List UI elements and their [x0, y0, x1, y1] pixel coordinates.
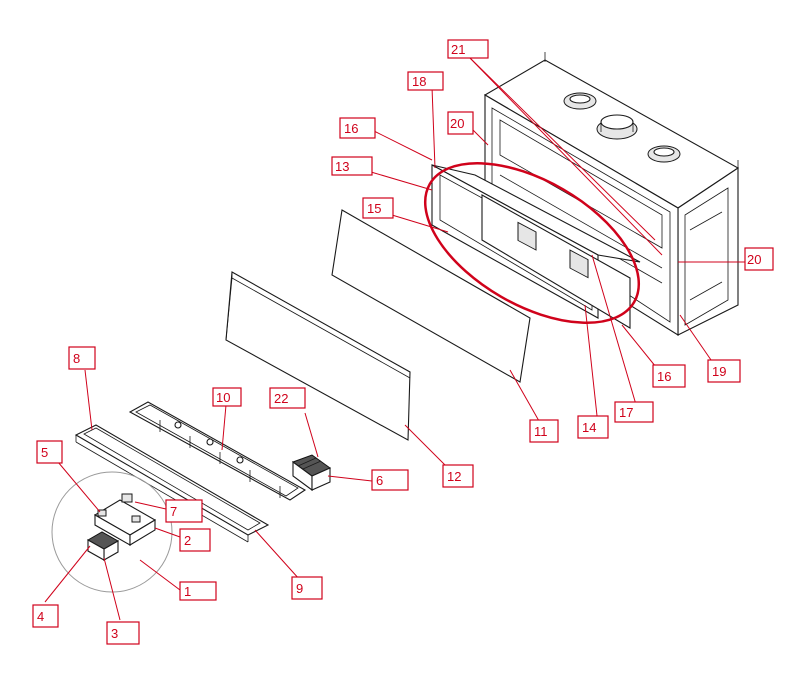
label-18: 18 — [407, 71, 444, 91]
glass-panel — [331, 209, 531, 383]
valve-assembly — [86, 493, 157, 561]
svg-text:1: 1 — [184, 584, 191, 599]
label-1: 1 — [179, 581, 217, 601]
label-2: 2 — [179, 528, 211, 552]
svg-text:13: 13 — [335, 159, 349, 174]
label-13: 13 — [331, 156, 373, 176]
svg-text:7: 7 — [170, 504, 177, 519]
front-frame — [431, 164, 641, 329]
svg-text:12: 12 — [447, 469, 461, 484]
label-15: 15 — [362, 197, 394, 219]
label-8: 8 — [68, 346, 96, 370]
firebox-housing — [483, 52, 740, 336]
svg-text:5: 5 — [41, 445, 48, 460]
svg-text:20: 20 — [747, 252, 761, 267]
label-12: 12 — [442, 464, 474, 488]
detail-circle — [51, 471, 173, 593]
svg-text:6: 6 — [376, 473, 383, 488]
svg-text:16: 16 — [657, 369, 671, 384]
svg-text:22: 22 — [274, 391, 288, 406]
svg-text:17: 17 — [619, 405, 633, 420]
label-14: 14 — [577, 415, 609, 439]
svg-text:16: 16 — [344, 121, 358, 136]
label-16-top: 16 — [339, 117, 376, 139]
svg-text:20: 20 — [450, 116, 464, 131]
label-7: 7 — [165, 499, 203, 523]
svg-text:2: 2 — [184, 533, 191, 548]
label-17: 17 — [614, 401, 654, 423]
label-11: 11 — [529, 419, 559, 443]
label-19: 19 — [707, 359, 741, 383]
label-5: 5 — [36, 440, 63, 464]
label-20-top: 20 — [447, 111, 474, 135]
svg-text:18: 18 — [412, 74, 426, 89]
svg-text:15: 15 — [367, 201, 381, 216]
label-22: 22 — [269, 387, 306, 409]
highlight-ellipse — [423, 161, 641, 325]
label-9: 9 — [291, 576, 323, 600]
svg-text:4: 4 — [37, 609, 44, 624]
svg-text:14: 14 — [582, 420, 596, 435]
label-3: 3 — [106, 621, 140, 645]
leader-lines — [44, 55, 745, 621]
svg-text:19: 19 — [712, 364, 726, 379]
svg-text:10: 10 — [216, 390, 230, 405]
label-6: 6 — [371, 469, 409, 491]
control-block — [291, 454, 331, 492]
svg-text:21: 21 — [451, 42, 465, 57]
svg-text:9: 9 — [296, 581, 303, 596]
svg-text:3: 3 — [111, 626, 118, 641]
label-21: 21 — [447, 39, 489, 59]
svg-text:11: 11 — [534, 424, 548, 439]
burner-assembly — [128, 401, 307, 501]
decorative-front-panel — [225, 271, 411, 441]
label-4: 4 — [32, 604, 59, 628]
svg-text:8: 8 — [73, 351, 80, 366]
label-20-right: 20 — [744, 247, 774, 271]
label-10: 10 — [212, 387, 242, 407]
label-16-right: 16 — [652, 364, 686, 388]
